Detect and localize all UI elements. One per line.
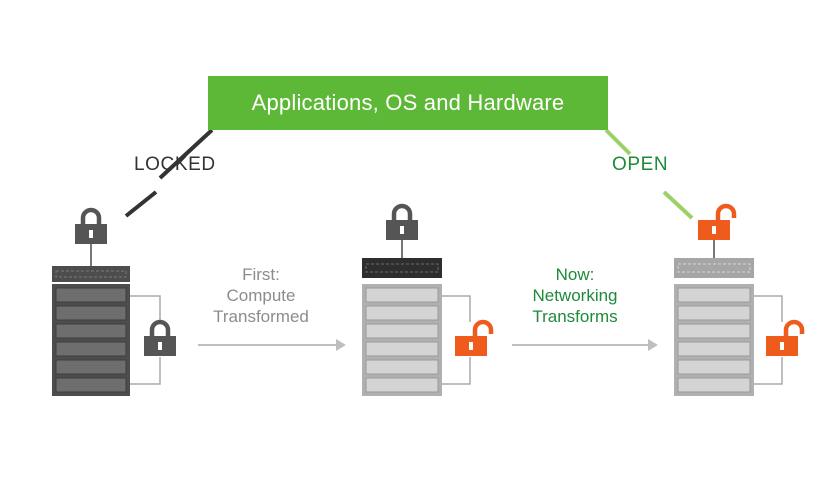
transition-arrow [198, 339, 346, 351]
server-stack-networking [674, 206, 802, 396]
caption-line: Transformed [213, 307, 309, 326]
caption-networking-transforms: Now: Networking Transforms [502, 264, 648, 327]
caption-line: Now: [555, 265, 595, 284]
server-stack-legacy [52, 210, 176, 396]
open-connector-line [604, 128, 632, 156]
caption-line: Transforms [532, 307, 618, 326]
locked-connector-line [158, 128, 214, 180]
locked-connector-line-lower [124, 190, 158, 218]
server-stack-compute [362, 206, 491, 396]
open-connector-line-lower [662, 190, 694, 220]
banner-applications-os-hardware: Applications, OS and Hardware [208, 76, 608, 130]
caption-line: Networking [532, 286, 618, 305]
caption-compute-transformed: First: Compute Transformed [188, 264, 334, 327]
open-label: OPEN [612, 154, 669, 175]
closed-lock-icon [75, 210, 107, 244]
closed-lock-icon [144, 322, 176, 356]
open-lock-icon [698, 206, 734, 240]
open-lock-icon [455, 322, 491, 356]
caption-line: First: [242, 265, 280, 284]
banner-title: Applications, OS and Hardware [251, 90, 565, 115]
caption-line: Compute [226, 286, 296, 305]
open-lock-icon [766, 322, 802, 356]
transition-arrow [512, 339, 658, 351]
locked-label: LOCKED [134, 154, 216, 175]
closed-lock-icon [386, 206, 418, 240]
